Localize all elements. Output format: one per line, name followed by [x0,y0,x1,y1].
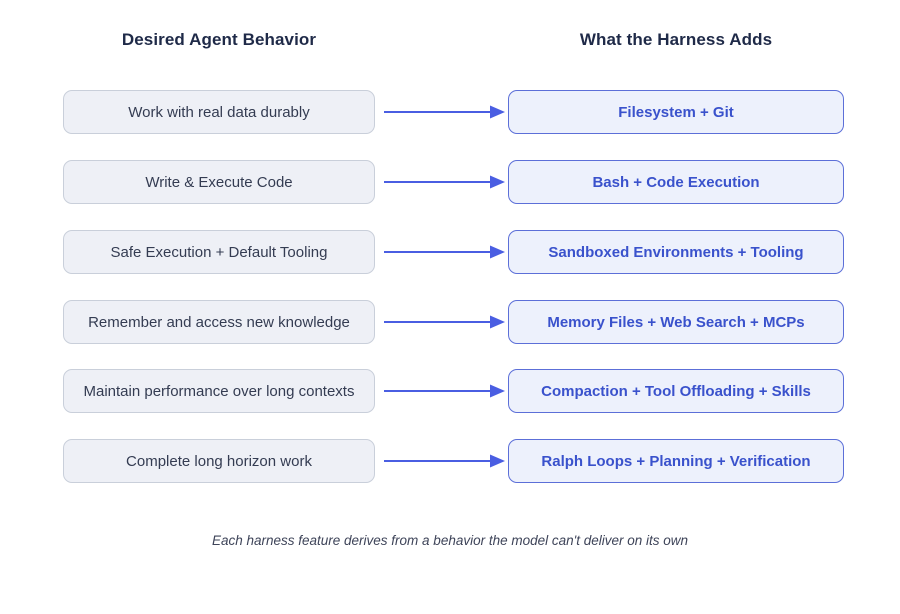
behavior-box: Safe Execution + Default Tooling [63,230,375,274]
behavior-box: Work with real data durably [63,90,375,134]
harness-label: Ralph Loops + Planning + Verification [541,452,811,470]
arrow-head [490,105,505,119]
harness-box: Bash + Code Execution [508,160,844,204]
diagram-row: Work with real data durably Filesystem +… [0,90,900,134]
diagram-row: Maintain performance over long contexts … [0,369,900,413]
right-column-title: What the Harness Adds [579,30,773,49]
behavior-box: Maintain performance over long contexts [63,369,375,413]
behavior-label: Remember and access new knowledge [88,313,350,331]
arrow-icon [384,454,505,468]
behavior-label: Write & Execute Code [145,173,293,191]
behavior-box: Complete long horizon work [63,439,375,483]
arrow-head [490,454,505,468]
arrow-head [490,175,505,189]
behavior-label: Complete long horizon work [126,452,312,470]
arrow-head [490,384,505,398]
arrow-head [490,245,505,259]
left-column-title: Desired Agent Behavior [121,30,317,49]
behavior-box: Remember and access new knowledge [63,300,375,344]
harness-label: Memory Files + Web Search + MCPs [547,313,805,331]
diagram-row: Safe Execution + Default Tooling Sandbox… [0,230,900,274]
behavior-label: Work with real data durably [128,103,310,121]
harness-label: Filesystem + Git [618,103,734,121]
diagram-row: Complete long horizon work Ralph Loops +… [0,439,900,483]
harness-box: Memory Files + Web Search + MCPs [508,300,844,344]
harness-label: Compaction + Tool Offloading + Skills [541,382,811,400]
behavior-label: Safe Execution + Default Tooling [110,243,328,261]
diagram-row: Remember and access new knowledge Memory… [0,300,900,344]
arrow-icon [384,175,505,189]
harness-box: Sandboxed Environments + Tooling [508,230,844,274]
arrow-icon [384,245,505,259]
harness-label: Sandboxed Environments + Tooling [548,243,804,261]
arrow-icon [384,315,505,329]
arrow-icon [384,384,505,398]
behavior-label: Maintain performance over long contexts [83,382,355,400]
arrow-head [490,315,505,329]
harness-label: Bash + Code Execution [592,173,760,191]
arrow-icon [384,105,505,119]
harness-box: Filesystem + Git [508,90,844,134]
caption: Each harness feature derives from a beha… [211,533,689,548]
diagram-row: Write & Execute Code Bash + Code Executi… [0,160,900,204]
harness-box: Compaction + Tool Offloading + Skills [508,369,844,413]
harness-box: Ralph Loops + Planning + Verification [508,439,844,483]
behavior-box: Write & Execute Code [63,160,375,204]
